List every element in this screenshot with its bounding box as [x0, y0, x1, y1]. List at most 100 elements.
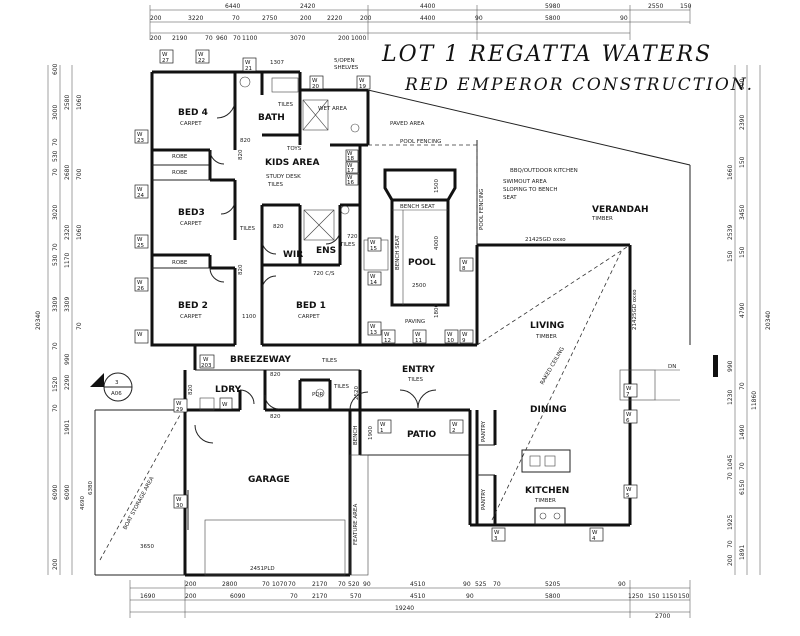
window-tag: 6	[626, 418, 630, 424]
dim-top: 6440	[225, 3, 240, 10]
dim-right: 150	[727, 250, 734, 262]
dim-left: 1060	[76, 225, 83, 240]
dim-left: 70	[52, 404, 59, 412]
door-1900: 1900	[368, 426, 374, 440]
svg-text:W: W	[137, 332, 143, 338]
dim-bottom: 1690	[140, 593, 155, 600]
pool-1800: 1800	[434, 304, 440, 318]
room-ens: ENS	[316, 246, 336, 256]
garage-door-size: 2451PLD	[250, 566, 275, 572]
dim-right: 70	[739, 382, 746, 390]
window-tag: 20	[312, 84, 319, 90]
dim-top: 70	[233, 35, 241, 42]
pantry-upper: PANTRY	[481, 420, 487, 442]
tiles-ens: TILES	[339, 242, 356, 248]
dim-right: 1925	[727, 515, 734, 530]
room-bed3: BED3	[178, 208, 205, 218]
dim-right: 150	[739, 246, 746, 258]
floor-bed1: CARPET	[298, 314, 320, 320]
window-tag: 22	[198, 58, 205, 64]
window-tag: 26	[137, 286, 144, 292]
svg-text:W: W	[176, 401, 182, 407]
dim-right: 11860	[751, 391, 758, 410]
dim-left: 3000	[52, 105, 59, 120]
window-tag: 3	[494, 536, 498, 542]
dim-bottom: 90	[363, 581, 371, 588]
living-floor: TIMBER	[535, 334, 557, 340]
svg-text:W: W	[626, 386, 632, 392]
dim-bottom: 2700	[655, 613, 670, 620]
room-kids: KIDS AREA	[265, 158, 319, 168]
dim-bottom: 150	[678, 593, 690, 600]
dim-top: 4400	[420, 3, 435, 10]
bbq-label: BBQ/OUTDOOR KITCHEN	[510, 168, 578, 174]
robe-bed3: ROBE	[172, 170, 188, 176]
dim-right: 4790	[739, 303, 746, 318]
svg-text:W: W	[384, 332, 390, 338]
window-tag: 10	[447, 338, 454, 344]
section-marker: 3 A06	[90, 372, 133, 402]
room-verandah: VERANDAH	[592, 205, 649, 215]
entry-floor: TILES	[407, 377, 424, 383]
dim-bottom: 5205	[545, 581, 560, 588]
dim-left: 2680	[64, 165, 71, 180]
dim-right: 1230	[727, 390, 734, 405]
raked-ceiling: RAKED CEILING	[540, 346, 566, 386]
svg-text:W: W	[370, 240, 376, 246]
svg-text:W: W	[626, 487, 632, 493]
wet-area: WET AREA	[318, 106, 347, 112]
window-tag: 27	[162, 58, 169, 64]
tiles-hallway: TILES	[239, 226, 256, 232]
door-820: 820	[238, 149, 244, 160]
dim-right: 70	[739, 462, 746, 470]
dim-top: 3070	[290, 35, 305, 42]
dim-left: 1901	[64, 420, 71, 435]
dim-top: 90	[620, 15, 628, 22]
dim-left: 200	[52, 558, 59, 570]
dim-left: 70	[52, 168, 59, 176]
room-bed1: BED 1	[296, 301, 326, 311]
window-tags: W27 W22 W21 W20 W19 W23 W24 W25 W26 W W1…	[134, 49, 638, 542]
room-wir: WIR	[283, 250, 303, 260]
window-tag: 2	[452, 428, 456, 434]
dim-top: 2420	[300, 3, 315, 10]
pool-fencing-vertical: POOL FENCING	[479, 189, 485, 230]
paved-area: PAVED AREA	[390, 121, 425, 127]
dim-left: 1170	[64, 253, 71, 268]
dim-top: 2750	[262, 15, 277, 22]
dim-right: 3450	[739, 205, 746, 220]
window-tag: 14	[370, 280, 377, 286]
dim-left: 990	[64, 353, 71, 365]
svg-text:W: W	[176, 497, 182, 503]
dim-bottom: 2170	[312, 593, 327, 600]
doors	[194, 99, 437, 444]
room-dining: DINING	[530, 405, 567, 415]
open-shelves-1: 5/OPEN	[334, 58, 355, 64]
right-dimensions: 20340 600 2390 150 3450 150 4790 70 1186…	[727, 65, 772, 575]
dim-bottom: 200	[185, 593, 197, 600]
window-1307: 1307	[270, 60, 284, 66]
dim-left: 70	[52, 138, 59, 146]
dim-bottom: 200	[185, 581, 197, 588]
window-tag: 30	[176, 503, 183, 509]
pool-1500: 1500	[434, 179, 440, 193]
door-1100: 1100	[242, 314, 256, 320]
dim-left: 70	[52, 243, 59, 251]
window-tag: 13	[370, 330, 377, 336]
dim-left: 3309	[64, 297, 71, 312]
svg-text:W: W	[415, 332, 421, 338]
dim-bottom: 150	[648, 593, 660, 600]
dim-left: 70	[76, 322, 83, 330]
dim-bottom: 5800	[545, 593, 560, 600]
dim-left: 20340	[35, 311, 42, 330]
dim-bottom: 70	[288, 581, 296, 588]
door-820: 820	[273, 224, 284, 230]
dim-left: 3020	[52, 205, 59, 220]
handwritten-builder: RED EMPEROR CONSTRUCTION.	[405, 75, 754, 95]
window-tag: 4	[592, 536, 596, 542]
dim-top: 2190	[172, 35, 187, 42]
swimout-2: SLOPING TO BENCH	[503, 187, 558, 193]
slider-top: 21425GD oxxo	[525, 237, 566, 243]
window-tag: W	[222, 402, 228, 408]
room-kitchen: KITCHEN	[525, 486, 569, 496]
